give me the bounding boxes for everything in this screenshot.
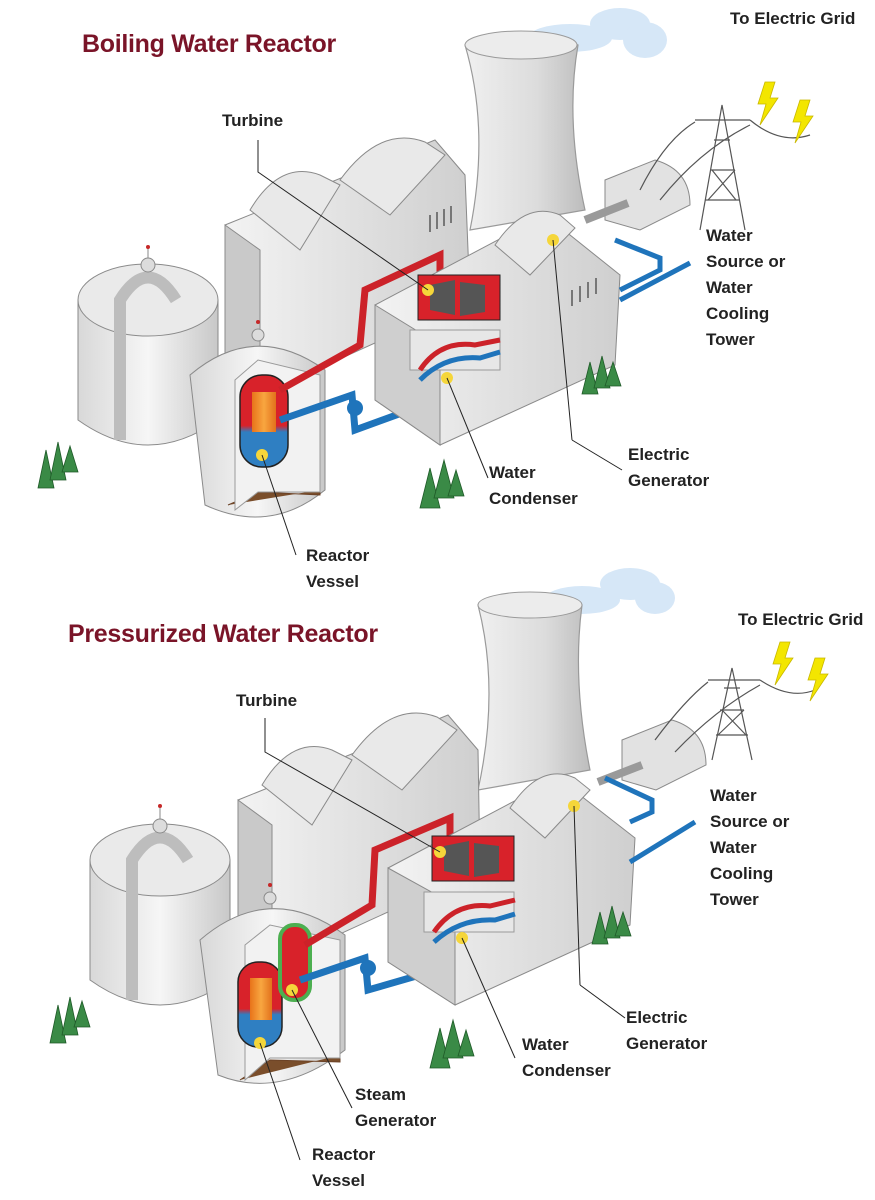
steam-pipe [278, 249, 444, 394]
cooling-tower [464, 34, 586, 231]
pwr-title: Pressurized Water Reactor [68, 620, 378, 648]
turbine-hall [387, 773, 636, 1006]
lightning-icon [757, 81, 814, 144]
transformer [621, 719, 707, 791]
label-line: Steam [355, 1085, 407, 1104]
steam-generator-label: Steam Generator [355, 1082, 436, 1134]
label-line: Electric [628, 445, 690, 464]
label-line: Source or [706, 252, 786, 271]
label-line: Generator [628, 471, 710, 490]
reactor-vessel-label: Reactor Vessel [306, 543, 369, 595]
label-line: Reactor [312, 1145, 376, 1164]
label-line: Cooling [710, 864, 774, 883]
label-line: Condenser [522, 1061, 611, 1080]
reactor-containment [199, 883, 346, 1084]
trees [49, 905, 632, 1069]
reactor-vessel-label: Reactor Vessel [312, 1142, 375, 1194]
transformer [604, 159, 691, 231]
label-line: Water [489, 463, 536, 482]
condenser-label: Water Condenser [489, 460, 578, 512]
reactor-core [252, 392, 276, 432]
water-source-label: Water Source or Water Cooling Tower [710, 783, 789, 913]
label-line: Source or [710, 812, 790, 831]
label-line: Generator [626, 1034, 708, 1053]
turbine-building [237, 712, 481, 967]
turbine-label: Turbine [236, 691, 298, 710]
label-line: Electric [626, 1008, 688, 1027]
generator-label: Electric Generator [626, 1005, 707, 1057]
bwr-title: Boiling Water Reactor [82, 30, 336, 58]
reactor-containment [189, 320, 326, 518]
reactor-core [250, 978, 272, 1020]
label-line: Water [710, 838, 757, 857]
turbine-cutaway [417, 274, 501, 321]
bwr-plant [37, 8, 814, 556]
turbine-label: Turbine [222, 111, 284, 130]
label-line: Condenser [489, 489, 578, 508]
water-storage-tank [77, 245, 219, 446]
power-pylon [654, 667, 816, 761]
label-line: Reactor [306, 546, 370, 565]
leader-lines [257, 140, 623, 556]
generator-label: Electric Generator [628, 442, 709, 494]
lightning-icon [772, 641, 829, 702]
label-line: Water [706, 278, 753, 297]
label-line: Tower [706, 330, 755, 349]
leader-lines [259, 718, 626, 1161]
turbine-hall [374, 210, 621, 446]
label-line: Cooling [706, 304, 770, 323]
label-line: Vessel [312, 1171, 365, 1190]
pwr-plant [49, 568, 829, 1161]
grid-label: To Electric Grid [730, 9, 856, 28]
label-line: Water [522, 1035, 569, 1054]
water-source-label: Water Source or Water Cooling Tower [706, 223, 785, 353]
label-line: Generator [355, 1111, 437, 1130]
label-line: Vessel [306, 572, 359, 591]
label-line: Tower [710, 890, 759, 909]
grid-label: To Electric Grid [738, 610, 864, 629]
steam-pipe [303, 812, 454, 949]
power-pylon [639, 104, 811, 231]
water-storage-tank [89, 804, 231, 1006]
label-line: Water [710, 786, 757, 805]
trees [37, 355, 622, 509]
cooling-tower [477, 594, 591, 791]
label-line: Water [706, 226, 753, 245]
condenser-label: Water Condenser [522, 1032, 611, 1084]
